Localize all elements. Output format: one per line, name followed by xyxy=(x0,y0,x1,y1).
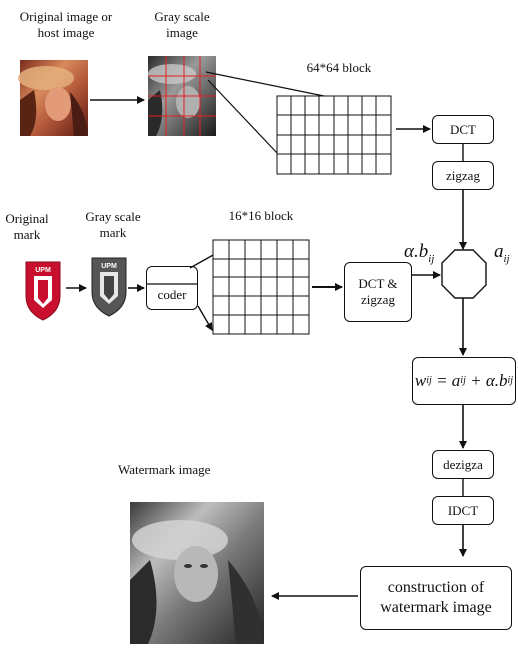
original-host-image xyxy=(18,60,88,136)
alpha-b-sub: ij xyxy=(428,252,435,265)
dct-box: DCT xyxy=(432,115,494,144)
gray-scale-mark-logo: UPM xyxy=(91,257,127,317)
block-16-grid xyxy=(212,239,310,335)
projection-line-bottom xyxy=(207,79,279,155)
formula-a-sub: ij xyxy=(460,375,466,386)
block-16-label: 16*16 block xyxy=(228,208,294,223)
formula-w-sub: ij xyxy=(426,375,432,386)
original-mark-label: Original mark xyxy=(5,211,49,242)
formula-w: w xyxy=(414,371,427,390)
gray-mark-logo-text: UPM xyxy=(101,263,117,270)
alpha-b-label: α.bij xyxy=(404,222,434,269)
alpha-b-text: α.b xyxy=(404,241,429,262)
a-ij-label: aij xyxy=(494,222,510,269)
formula-plus: + α.b xyxy=(465,371,508,390)
formula-b-sub: ij xyxy=(507,375,514,386)
original-mark-logo: UPM xyxy=(25,261,61,321)
original-mark-logo-text: UPM xyxy=(35,267,51,274)
watermark-image-label: Watermark image xyxy=(118,462,211,477)
construction-box: construction of watermark image xyxy=(360,566,512,630)
gray-scale-image-label: Gray scale image xyxy=(154,9,210,40)
block-64-label: 64*64 block xyxy=(306,60,372,75)
a-text: a xyxy=(494,241,504,262)
dct-zigzag-box: DCT & zigzag xyxy=(344,262,412,322)
gray-scale-mark-label: Gray scale mark xyxy=(85,209,141,240)
gray-scale-image xyxy=(148,56,216,136)
formula-eq: = a xyxy=(431,371,461,390)
idct-box: IDCT xyxy=(432,496,494,525)
dezigza-box: dezigza xyxy=(432,450,494,479)
coder-box: coder xyxy=(146,266,198,310)
projection-line-top xyxy=(205,71,325,97)
arrow-coder-to-grid-bottom xyxy=(197,305,213,331)
original-image-label: Original image or host image xyxy=(19,9,113,40)
block-64-grid xyxy=(276,95,392,175)
a-sub: ij xyxy=(503,252,510,265)
combiner-octagon xyxy=(441,249,487,299)
watermark-image xyxy=(130,502,264,644)
zigzag-box: zigzag xyxy=(432,161,494,190)
